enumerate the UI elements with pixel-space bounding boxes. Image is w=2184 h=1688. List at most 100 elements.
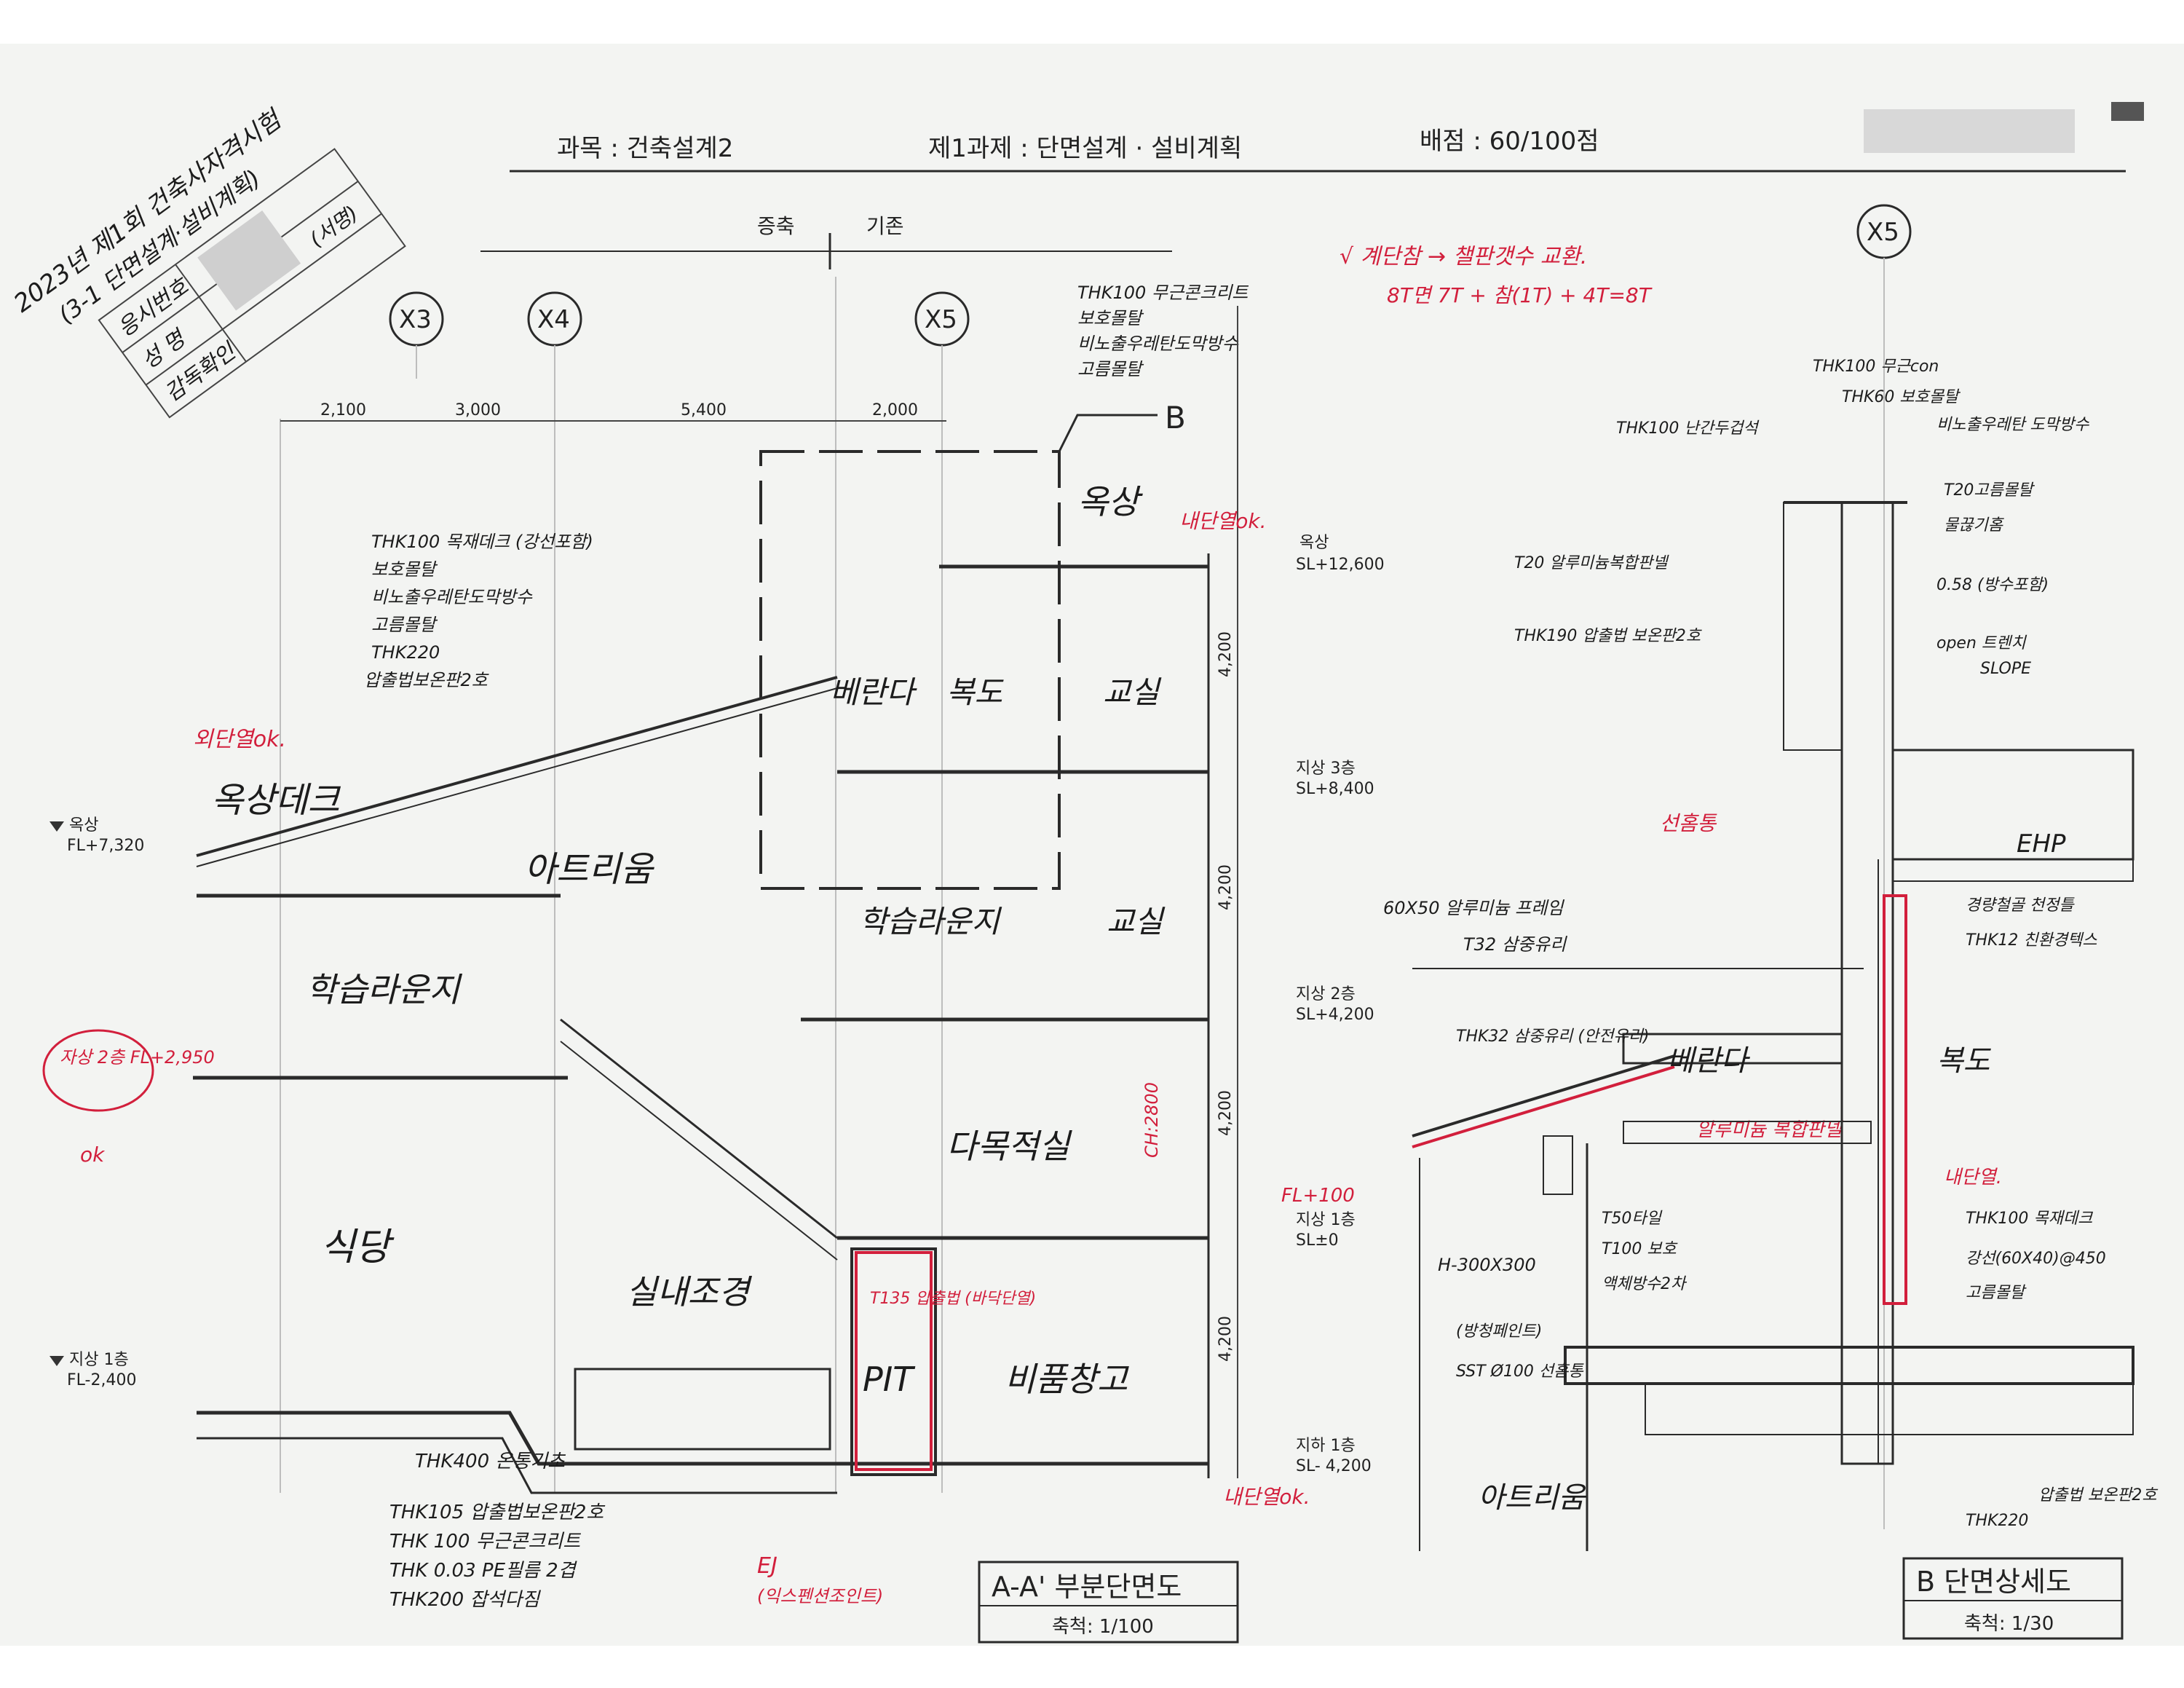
red-note-inner-insulation-b1: 내단열ok. <box>1223 1485 1310 1509</box>
detail-room-ehp: EHP <box>2017 829 2066 859</box>
section-b-mark: B <box>1165 400 1186 435</box>
exam-row-2: 성 명 <box>137 325 192 374</box>
notes-left: THK100 목재데크 (강선포함) 보호몰탈 비노출우레탄도막방수 고름몰탈 … <box>364 532 593 690</box>
dnote-10: open 트렌치 <box>1936 634 2027 652</box>
title-block-left: A-A' 부분단면도 축척: 1/100 <box>978 1561 1239 1644</box>
main-section <box>193 553 1210 1494</box>
room-lounge-left: 학습라운지 <box>306 970 462 1009</box>
red-note-outer-insulation: 외단열ok. <box>193 727 286 752</box>
note-top-1: THK100 무근콘크리트 <box>1077 283 1249 303</box>
note-bottom-2: THK105 압출법보온판2호 <box>389 1502 605 1523</box>
note-left-5: THK220 <box>371 642 440 663</box>
room-roof-deck: 옥상데크 <box>211 780 341 821</box>
note-left-1: THK100 목재데크 (강선포함) <box>371 532 593 552</box>
dnote-13: T32 삼중유리 <box>1463 934 1567 955</box>
dnote-5: 물끊기홈 <box>1944 516 2005 535</box>
dnote-18: T100 보호 <box>1602 1240 1678 1258</box>
red-note-inner-insulation: 내단열. <box>1944 1167 2002 1188</box>
room-labels: 옥상 베란다 복도 교실 옥상데크 아트리움 학습라운지 학습라운지 교실 다목… <box>211 482 1166 1399</box>
red-note-alu-panel: 알루미늄 복합판넬 <box>1696 1119 1844 1141</box>
dnote-22: SST Ø100 선홈통 <box>1456 1362 1584 1381</box>
dnote-25: 고름몰탈 <box>1966 1284 2027 1302</box>
room-multipurpose: 다목적실 <box>946 1127 1072 1166</box>
red-note-stairs: √ 계단참 → 챌판갯수 교환. <box>1340 244 1587 269</box>
dnote-17: T50타일 <box>1602 1210 1663 1228</box>
label-extension: 증축 <box>757 214 795 238</box>
red-note-ok: ok <box>80 1143 106 1167</box>
section-b-callout: B <box>759 400 1186 890</box>
notes-top: THK100 무근콘크리트 보호몰탈 비노출우레탄도막방수 고름몰탈 <box>1077 283 1249 379</box>
room-atrium: 아트리움 <box>524 849 654 890</box>
detail-section: 베란다 복도 아트리움 EHP <box>1412 501 2134 1551</box>
redacted-mark <box>2111 102 2144 121</box>
title-left-scale: 축척: 1/100 <box>1052 1616 1154 1638</box>
notes-bottom: THK400 온통기초 THK105 압출법보온판2호 THK 100 무근콘크… <box>389 1451 605 1611</box>
dnote-11: SLOPE <box>1980 660 2031 678</box>
red-note-inner-insulation-roof: 내단열ok. <box>1179 509 1267 533</box>
room-veranda: 베란다 <box>830 674 917 710</box>
title-block-right: B 단면상세도 축척: 1/30 <box>1902 1557 2124 1640</box>
axis-x5: X5 <box>925 305 957 334</box>
dnote-15: 경량철골 천정틀 <box>1966 896 2075 915</box>
label-existing: 기존 <box>866 214 904 238</box>
detail-notes: THK100 무근con THK60 보호몰탈 비노출우레탄 도막방수 T20고… <box>1383 358 2158 1530</box>
red-note-2f-level: 자상 2층 FL+2,950 <box>60 1047 215 1068</box>
level-2f-value: SL+4,200 <box>1296 1006 1374 1024</box>
note-top-2: 보호몰탈 <box>1077 308 1144 328</box>
axis-x5-detail: X5 <box>1867 218 1899 247</box>
red-note-t135: T135 압출법 (바닥단열) <box>870 1290 1036 1308</box>
detail-room-veranda: 베란다 <box>1667 1044 1751 1078</box>
dnote-9: 0.58 (방수포함) <box>1936 576 2049 594</box>
dim-4: 2,000 <box>872 401 918 419</box>
room-cafeteria: 식당 <box>320 1226 395 1269</box>
dnote-20: H-300X300 <box>1438 1255 1536 1275</box>
vdim-3: 4,200 <box>1216 1090 1235 1136</box>
level-roof-name: 옥상 <box>1299 534 1329 552</box>
note-left-3: 비노출우레탄도막방수 <box>371 587 533 607</box>
dnote-24: 강선(60X40)@450 <box>1966 1250 2106 1268</box>
dnote-7: T20 알루미늄복합판넬 <box>1514 554 1669 572</box>
dnote-27: THK220 <box>1966 1512 2028 1530</box>
vdim-2: 4,200 <box>1216 864 1235 910</box>
red-note-ej: EJ <box>757 1553 778 1579</box>
level-2f-name: 지상 2층 <box>1296 985 1356 1003</box>
left-level-roof-name: 옥상 <box>69 816 98 835</box>
dnote-12: 60X50 알루미늄 프레임 <box>1383 898 1564 918</box>
level-b1-value: SL- 4,200 <box>1296 1457 1372 1475</box>
subject-label: 과목 : 건축설계2 <box>557 134 733 163</box>
room-indoor-garden: 실내조경 <box>626 1272 753 1312</box>
vdim-4: 4,200 <box>1216 1316 1235 1362</box>
note-left-2: 보호몰탈 <box>371 559 438 580</box>
redacted-number <box>197 210 301 311</box>
score-label: 배점 : 60/100점 <box>1420 127 1599 156</box>
note-top-3: 비노출우레탄도막방수 <box>1077 334 1239 354</box>
note-left-6: 압출법보온판2호 <box>364 670 489 690</box>
room-rooftop: 옥상 <box>1077 482 1143 521</box>
red-note-downpipe: 선홈통 <box>1660 811 1718 835</box>
note-bottom-3: THK 100 무근콘크리트 <box>389 1531 581 1553</box>
red-note-expansion: (익스펜션조인트) <box>757 1586 883 1606</box>
exam-block: 2023년 제1회 건축사자격시험 (3-1 단면설계·설비계획) 응시번호 성… <box>9 104 406 419</box>
room-classroom-3f: 교실 <box>1103 674 1162 710</box>
dim-3: 5,400 <box>681 401 727 419</box>
dnote-4: T20고름몰탈 <box>1944 481 2035 500</box>
dnote-16: THK12 친환경텍스 <box>1966 931 2097 950</box>
levels-left: 옥상 FL+7,320 지상 1층 FL-2,400 <box>50 816 144 1389</box>
note-top-4: 고름몰탈 <box>1077 359 1144 379</box>
left-level-1f-name: 지상 1층 <box>69 1351 129 1369</box>
left-level-1f-value: FL-2,400 <box>67 1371 136 1389</box>
top-divider: 증축 기존 <box>480 214 1172 269</box>
level-3f-name: 지상 3층 <box>1296 760 1356 778</box>
dim-1: 2,100 <box>320 401 366 419</box>
red-note-8t: 8T면 7T + 참(1T) + 4T=8T <box>1387 283 1653 307</box>
dnote-23: THK100 목재데크 <box>1966 1210 2093 1228</box>
drawing-sheet <box>0 44 2184 1646</box>
dnote-26: 압출법 보온판2호 <box>2038 1486 2158 1504</box>
title-left-name: A-A' 부분단면도 <box>992 1571 1182 1603</box>
level-1f-value: SL±0 <box>1296 1231 1339 1250</box>
room-classroom-2f: 교실 <box>1107 904 1166 939</box>
note-bottom-1: THK400 온통기초 <box>415 1451 566 1472</box>
red-annotations: √ 계단참 → 챌판갯수 교환. 8T면 7T + 참(1T) + 4T=8T … <box>42 244 2002 1606</box>
red-note-fl100: FL+100 <box>1281 1185 1355 1207</box>
